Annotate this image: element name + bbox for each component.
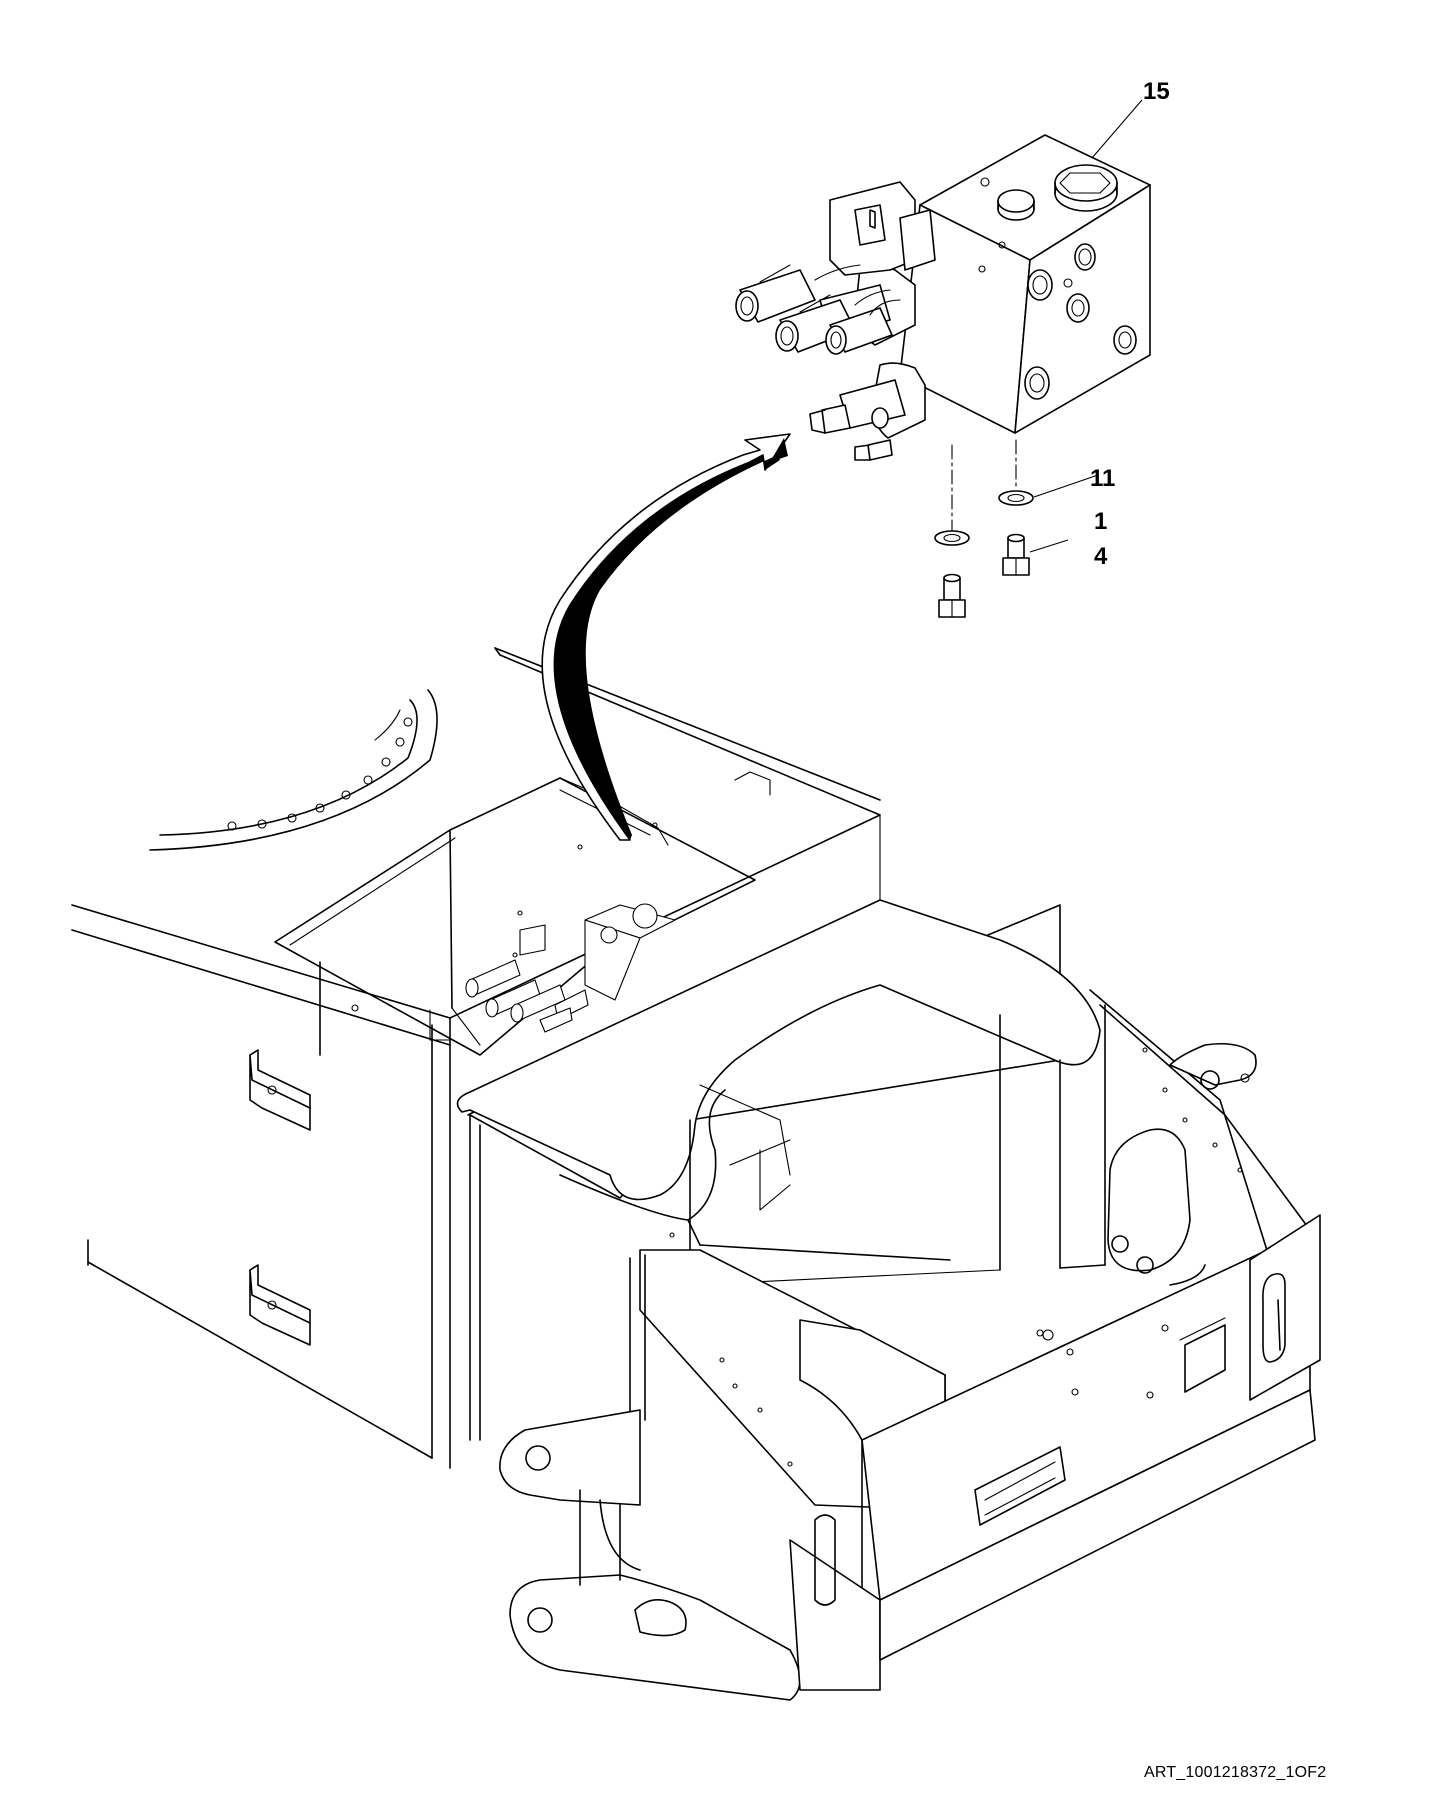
access-opening [274, 777, 756, 1056]
drawing-id: ART_1001218372_1OF2 [1144, 1764, 1327, 1781]
clip-bracket-lower [249, 1264, 311, 1346]
front-left-lug [499, 1409, 881, 1701]
right-mount-lug [1107, 1128, 1206, 1286]
callout-item-11: 11 [1090, 465, 1116, 492]
bolt-right [1002, 533, 1030, 576]
valve-block-installed [465, 903, 676, 1033]
valve-block-exploded [735, 134, 1151, 461]
callout-item-15: 15 [1143, 78, 1170, 105]
bolt-left [938, 573, 966, 618]
curved-arrow [541, 433, 791, 841]
leader-lines [1029, 99, 1143, 553]
callout-item-1: 1 [1094, 508, 1108, 535]
callout-item-4: 4 [1094, 543, 1108, 570]
frame-holes [351, 822, 1243, 1467]
ring-bolt-holes [227, 717, 413, 831]
chassis-frame [71, 647, 1321, 1701]
upper-right-ear [1169, 1042, 1257, 1090]
clip-bracket-upper [249, 1049, 311, 1131]
front-crossmember [456, 899, 1321, 1601]
washer-right [998, 490, 1034, 506]
washer-left [934, 530, 970, 546]
